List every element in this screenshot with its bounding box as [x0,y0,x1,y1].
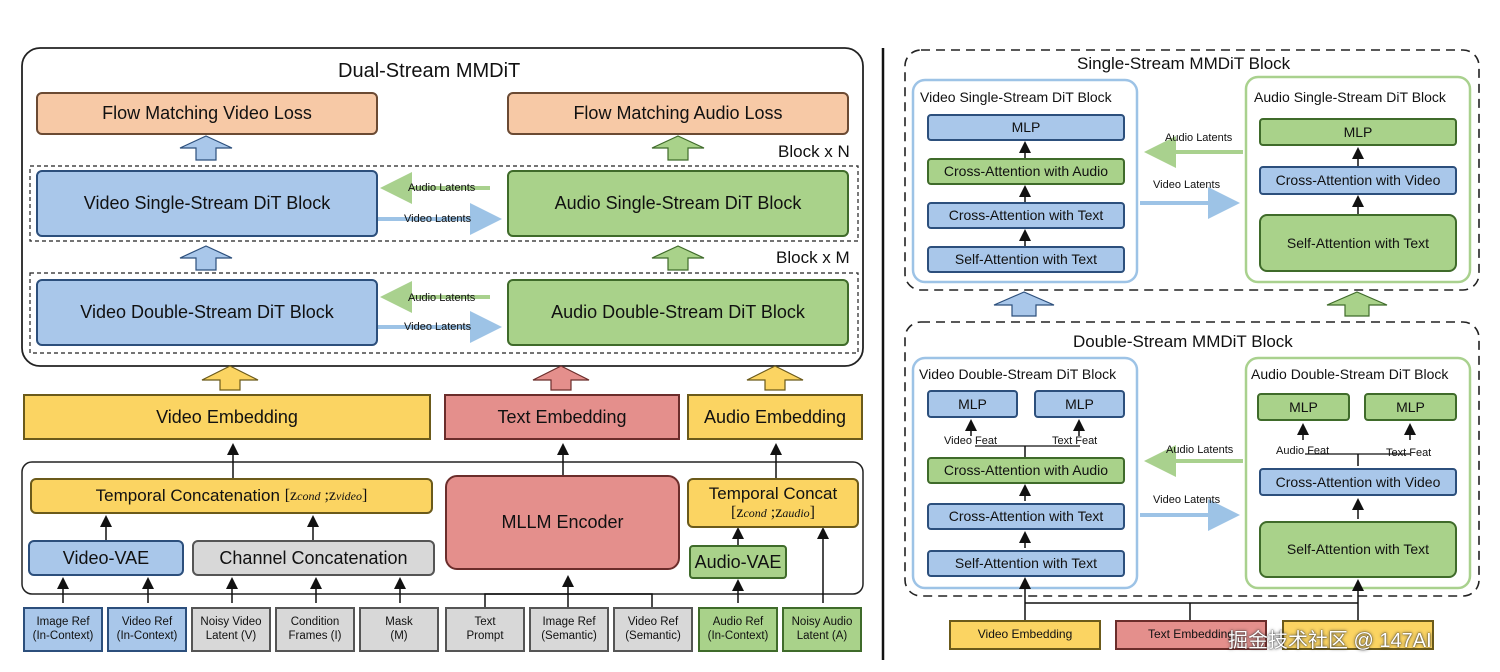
text-embedding-right: Text Embedding [1115,620,1267,650]
cross-attn-audio-single: Cross-Attention with Audio [927,158,1125,185]
mlp-video-double-left: MLP [927,390,1018,418]
video-feat-label: Video Feat [944,435,998,447]
cross-attn-video-double: Cross-Attention with Video [1259,468,1457,496]
self-attn-text-audio-double: Self-Attention with Text [1259,521,1457,578]
video-double-block-label: Video Double-Stream DiT Block [919,366,1117,382]
self-attn-text-audio-single: Self-Attention with Text [1259,214,1457,272]
video-loss-box: Flow Matching Video Loss [36,92,378,135]
mlp-audio-double-right: MLP [1364,393,1457,421]
cross-attn-audio-double: Cross-Attention with Audio [927,457,1125,484]
self-attn-text-video-single: Self-Attention with Text [927,246,1125,273]
video-embedding-box: Video Embedding [23,394,431,440]
audio-latents-label-right: Audio Latents [1165,132,1233,144]
video-latents-label-right: Video Latents [1153,179,1221,191]
mlp-audio-single: MLP [1259,118,1457,146]
dual-stream-title: Dual-Stream MMDiT [338,60,521,82]
up-arrow-video-loss [179,135,233,161]
audio-embedding-right [1282,620,1434,650]
input-video-ref-semantic: Video Ref(Semantic) [613,607,693,652]
mlp-audio-double-left: MLP [1257,393,1350,421]
watermark-text: 掘金技术社区 @ 147AI [1228,630,1432,652]
temporal-concat-formula: [zcond ;zvideo] [284,486,368,504]
input-mask: Mask(M) [359,607,439,652]
input-image-ref-incontext: Image Ref(In-Context) [23,607,103,652]
audio-double-block-label: Audio Double-Stream DiT Block [1251,366,1449,382]
input-audio-ref-incontext: Audio Ref(In-Context) [698,607,778,652]
audio-feat-label: Audio Feat [1276,445,1330,457]
text-feat-label: Text Feat [1052,435,1098,447]
cross-attn-text-video-single: Cross-Attention with Text [927,202,1125,229]
temporal-concatenation-label: Temporal Concatenation [95,486,280,506]
text-feat-label-audio: Text Feat [1386,447,1432,459]
temporal-concat-short-label: Temporal Concat [708,484,838,504]
video-vae-box: Video-VAE [28,540,184,576]
video-latents-label-right-2: Video Latents [1153,494,1221,506]
block-n-label: Block x N [778,142,850,161]
audio-single-stream-block: Audio Single-Stream DiT Block [507,170,849,237]
mlp-video-double-right: MLP [1034,390,1125,418]
input-video-ref-incontext: Video Ref(In-Context) [107,607,187,652]
video-latents-label: Video Latents [404,213,472,225]
temporal-concat-audio-box: Temporal Concat [zcond ;zaudio] [687,478,859,528]
mllm-encoder-box: MLLM Encoder [445,475,680,570]
temporal-concatenation-box: Temporal Concatenation [zcond ;zvideo] [30,478,433,514]
text-embedding-box: Text Embedding [444,394,680,440]
video-double-stream-block: Video Double-Stream DiT Block [36,279,378,346]
single-stream-title: Single-Stream MMDiT Block [1077,54,1291,73]
input-image-ref-semantic: Image Ref(Semantic) [529,607,609,652]
video-single-stream-block: Video Single-Stream DiT Block [36,170,378,237]
block-m-label: Block x M [776,248,850,267]
audio-double-stream-block: Audio Double-Stream DiT Block [507,279,849,346]
audio-latents-label-right-2: Audio Latents [1166,444,1234,456]
mlp-video-single: MLP [927,114,1125,141]
audio-vae-box: Audio-VAE [689,545,787,579]
self-attn-text-video-double: Self-Attention with Text [927,550,1125,577]
cross-attn-text-video-double: Cross-Attention with Text [927,503,1125,530]
channel-concatenation-box: Channel Concatenation [192,540,435,576]
audio-latents-label: Audio Latents [408,182,476,194]
temporal-concat-audio-formula: [zcond ;zaudio] [731,503,815,521]
audio-embedding-box: Audio Embedding [687,394,863,440]
video-single-block-label: Video Single-Stream DiT Block [920,89,1112,105]
audio-single-block-label: Audio Single-Stream DiT Block [1254,89,1446,105]
video-embedding-right: Video Embedding [949,620,1101,650]
video-latents-label-2: Video Latents [404,321,472,333]
audio-latents-label-2: Audio Latents [408,292,476,304]
double-stream-title: Double-Stream MMDiT Block [1073,332,1293,351]
audio-loss-box: Flow Matching Audio Loss [507,92,849,135]
cross-attn-video-single: Cross-Attention with Video [1259,166,1457,195]
